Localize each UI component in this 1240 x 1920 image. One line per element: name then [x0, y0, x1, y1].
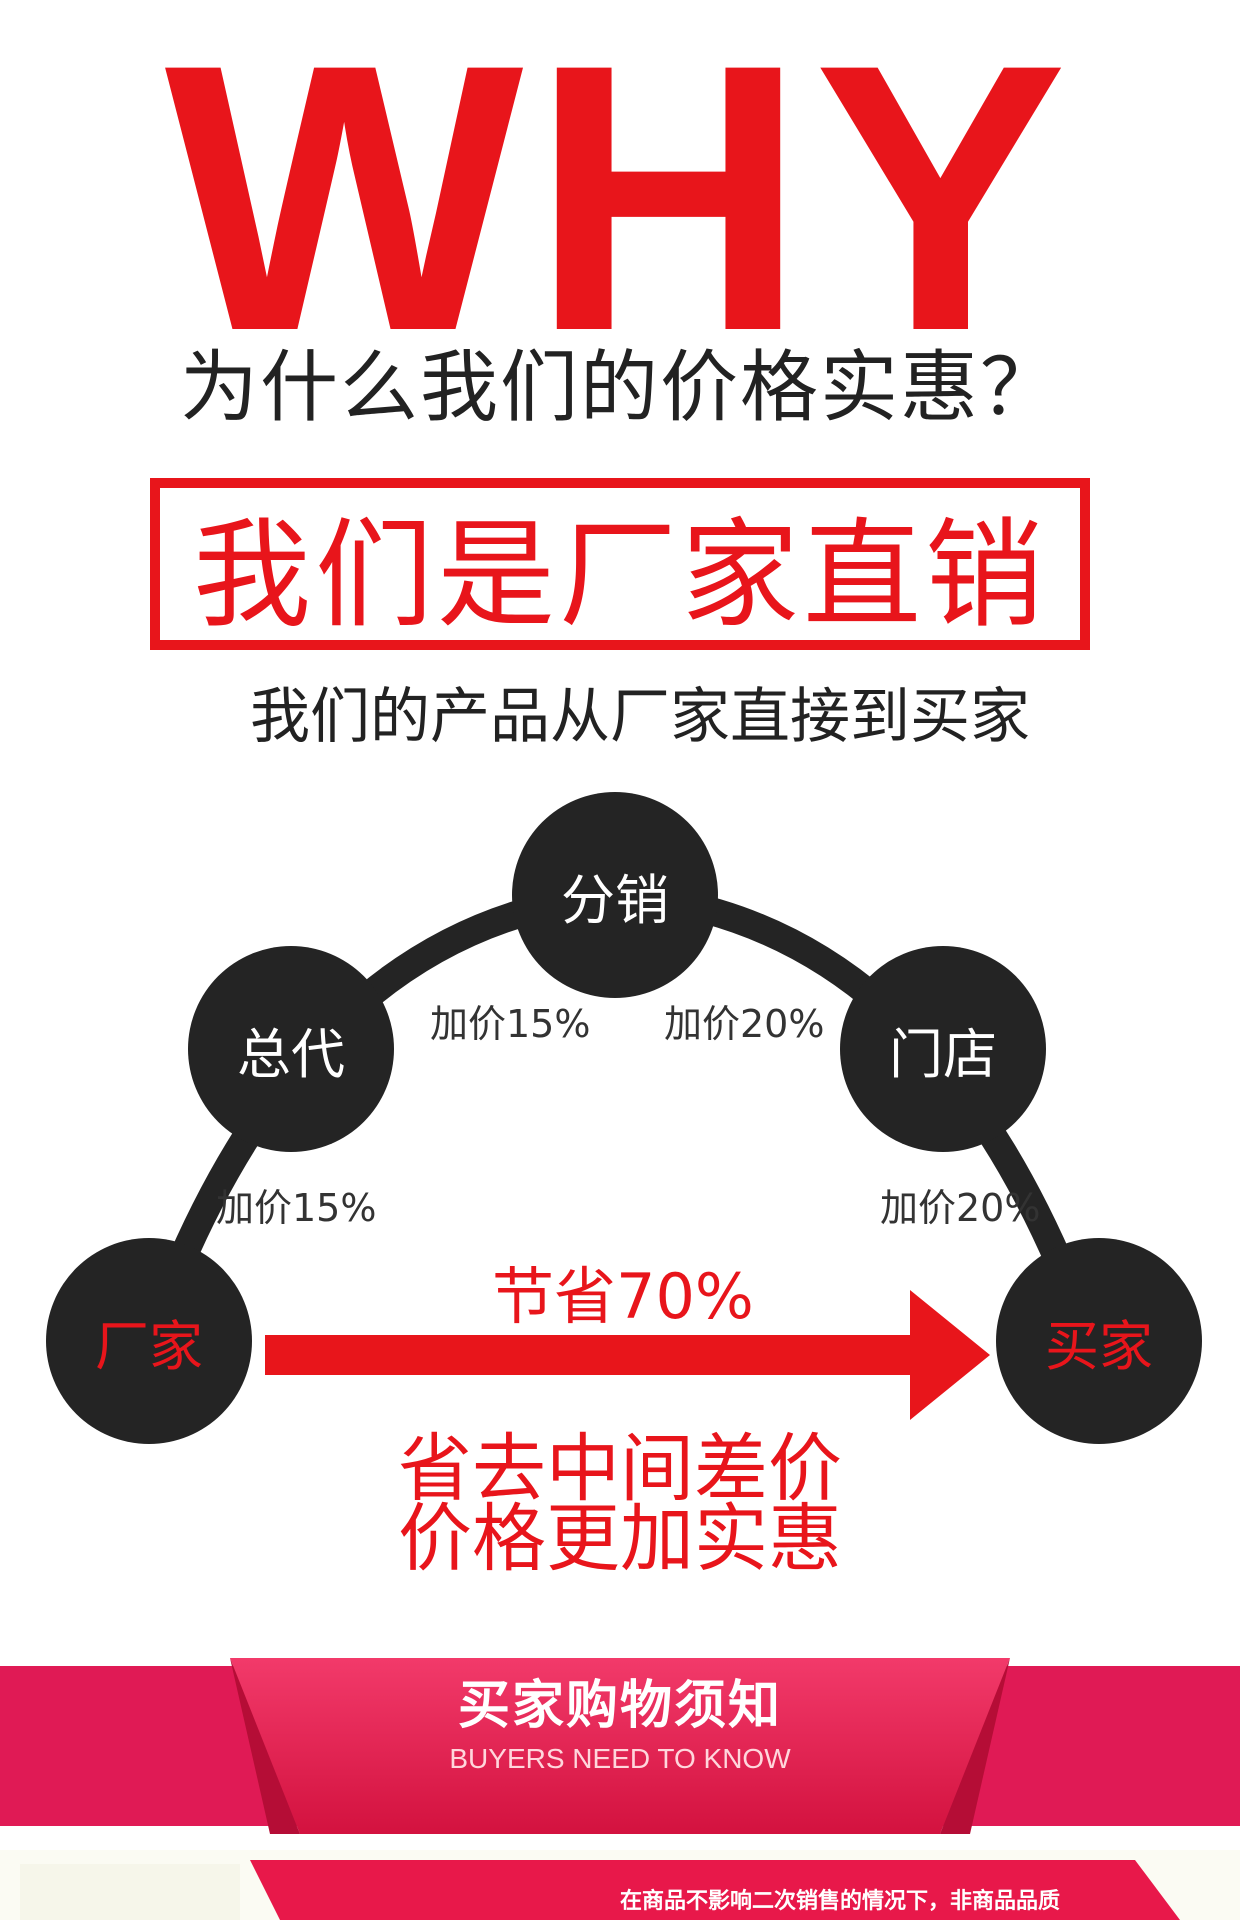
markup-factory-to-agent: 加价15% — [216, 1186, 377, 1230]
slogan-line-1: 省去中间差价 — [398, 1426, 842, 1512]
node-store-label: 门店 — [889, 1022, 997, 1086]
banner-title: 买家购物须知 — [457, 1676, 782, 1736]
node-buyer: 买家 — [996, 1238, 1202, 1444]
node-distribution-label: 分销 — [561, 868, 669, 932]
node-factory-label: 厂家 — [95, 1314, 203, 1378]
node-general-agent: 总代 — [188, 946, 394, 1152]
why-heading: WHY — [164, 0, 1076, 410]
savings-label: 节省70% — [492, 1260, 754, 1333]
node-factory: 厂家 — [46, 1238, 252, 1444]
banner-subtitle: BUYERS NEED TO KNOW — [449, 1743, 791, 1774]
factory-direct-box: 我们是厂家直销 — [150, 478, 1090, 650]
buyers-notice-banner — [0, 1658, 1240, 1834]
node-store: 门店 — [840, 946, 1046, 1152]
markup-distribution-to-store: 加价20% — [664, 1002, 825, 1046]
markup-agent-to-distribution: 加价15% — [430, 1002, 591, 1046]
markup-store-to-buyer: 加价20% — [880, 1186, 1041, 1230]
savings-arrow — [265, 1290, 990, 1420]
node-distribution: 分销 — [512, 792, 718, 998]
slogan-line-2: 价格更加实惠 — [398, 1496, 842, 1582]
notice-strip — [0, 1850, 1240, 1920]
node-general-agent-label: 总代 — [237, 1022, 345, 1086]
notice-text: 在商品不影响二次销售的情况下，非商品品质 — [620, 1889, 1061, 1914]
factory-direct-text: 我们是厂家直销 — [192, 505, 1047, 644]
node-buyer-label: 买家 — [1045, 1314, 1153, 1378]
price-question: 为什么我们的价格实惠？ — [179, 343, 1060, 433]
direct-subtitle: 我们的产品从厂家直接到买家 — [250, 682, 1030, 752]
